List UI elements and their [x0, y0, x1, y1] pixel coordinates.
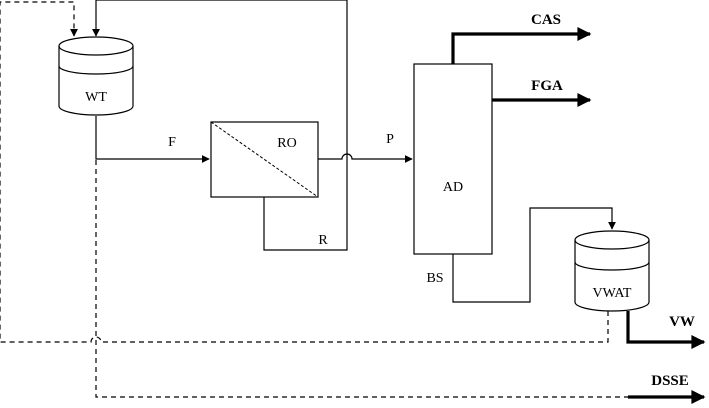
wt-tank: WT	[58, 36, 134, 116]
fga-label: FGA	[531, 78, 563, 94]
ad-column: AD	[413, 63, 493, 255]
ro-label: RO	[277, 136, 296, 151]
stream-cas: CAS	[451, 12, 592, 64]
p-label: P	[386, 132, 394, 147]
vwat-tank: VWAT	[574, 230, 650, 312]
stream-bs: BS	[426, 207, 616, 303]
stream-dsse: DSSE	[95, 160, 706, 404]
stream-p: P	[318, 132, 413, 163]
stream-f: F	[95, 116, 210, 163]
vwat-label: VWAT	[593, 286, 632, 301]
dashed-recycle-vwat-to-wt	[0, 1, 609, 343]
ad-label: AD	[443, 180, 463, 195]
vw-label: VW	[669, 314, 695, 330]
stream-vw: VW	[626, 311, 706, 349]
r-label: R	[318, 233, 328, 248]
cas-label: CAS	[531, 12, 561, 28]
stream-fga: FGA	[492, 78, 592, 107]
stream-r: R	[92, 0, 348, 251]
wt-label: WT	[85, 90, 107, 105]
bs-label: BS	[426, 271, 443, 286]
f-label: F	[168, 135, 176, 150]
dsse-label: DSSE	[651, 373, 689, 389]
ro-unit: RO	[210, 121, 319, 198]
